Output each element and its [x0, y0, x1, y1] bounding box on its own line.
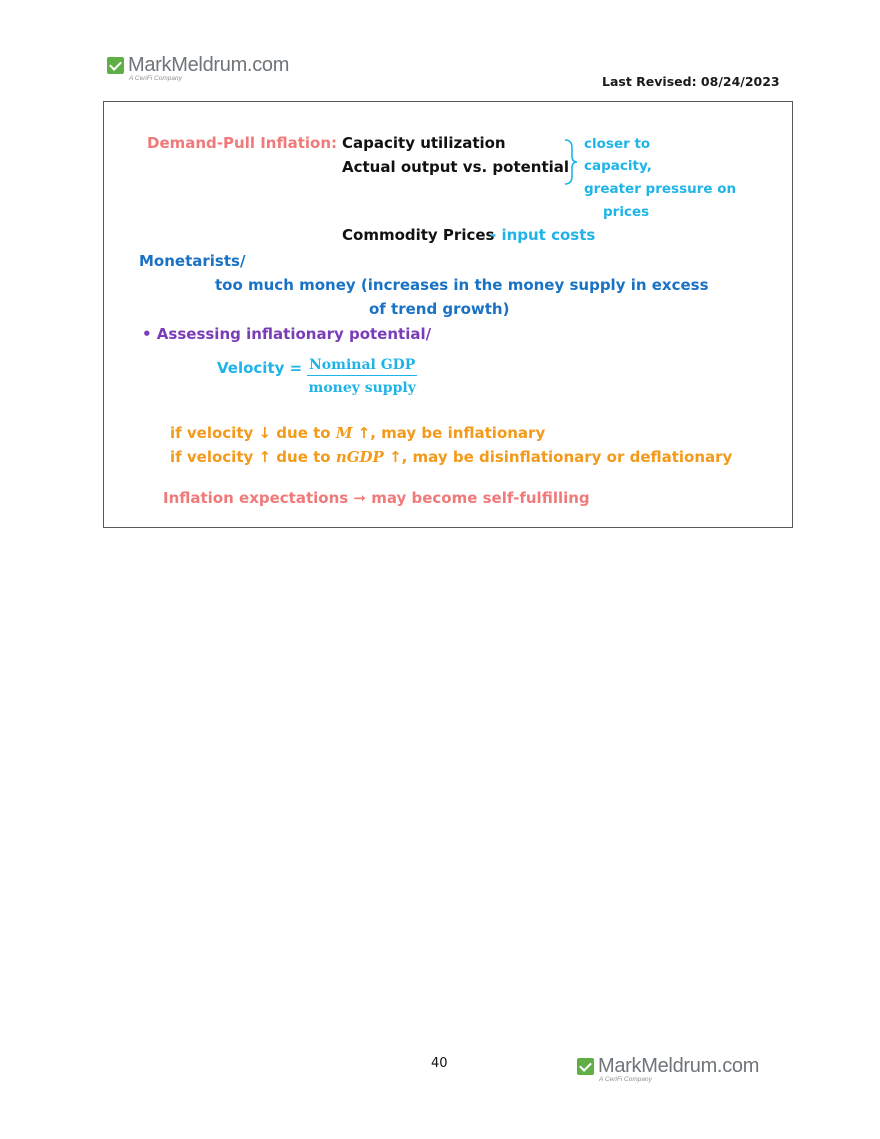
- actual-output: Actual output vs. potential: [342, 158, 570, 176]
- velocity-fraction: Nominal GDP money supply: [307, 357, 418, 396]
- velocity-money-line-b: ↑, may be inflationary: [357, 424, 546, 442]
- brace-icon: [564, 139, 578, 185]
- velocity-ngdp-line: if velocity ↑ due to nGDP ↑, may be disi…: [170, 448, 732, 466]
- velocity-denominator: money supply: [308, 380, 416, 396]
- velocity-money-line-a: if velocity ↓ due to: [170, 424, 331, 442]
- brace-note-4: prices: [603, 204, 650, 220]
- money-variable: M: [335, 424, 353, 442]
- ngdp-variable: nGDP: [335, 448, 384, 466]
- velocity-money-line: if velocity ↓ due to M ↑, may be inflati…: [170, 424, 545, 442]
- demand-pull-label: Demand-Pull Inflation:: [147, 134, 337, 152]
- velocity-ngdp-line-a: if velocity ↑ due to: [170, 448, 331, 466]
- checkmark-icon: [107, 57, 124, 74]
- logo-tagline: A CeriFi Company: [599, 1076, 652, 1083]
- last-revised: Last Revised: 08/24/2023: [602, 74, 780, 89]
- footer-logo: MarkMeldrum.com A CeriFi Company: [577, 1056, 759, 1084]
- brace-note-3: greater pressure on: [584, 181, 737, 197]
- logo-tagline: A CeriFi Company: [129, 75, 182, 82]
- monetarists: Monetarists/: [139, 252, 246, 270]
- assessing-bullet: • Assessing inflationary potential/: [142, 325, 432, 343]
- capacity-utilization: Capacity utilization: [342, 134, 506, 152]
- commodity-prices: Commodity Prices: [342, 226, 495, 244]
- input-costs: - input costs: [490, 226, 596, 244]
- velocity-numerator: Nominal GDP: [307, 357, 418, 376]
- page-number: 40: [431, 1056, 448, 1071]
- brace-note-1: closer to: [584, 136, 651, 152]
- velocity-label: Velocity =: [217, 359, 303, 377]
- brace-note-2: capacity,: [584, 158, 652, 174]
- velocity-ngdp-line-b: ↑, may be disinflationary or deflationar…: [389, 448, 733, 466]
- logo-name: MarkMeldrum.com: [598, 1055, 760, 1077]
- inflation-expectations: Inflation expectations ➞ may become self…: [163, 489, 590, 507]
- content-frame: [103, 101, 793, 528]
- logo-name: MarkMeldrum.com: [128, 54, 290, 76]
- checkmark-icon: [577, 1058, 594, 1075]
- header-logo: MarkMeldrum.com A CeriFi Company: [107, 55, 289, 83]
- too-much-money-line-2: of trend growth): [369, 300, 510, 318]
- too-much-money-line-1: too much money (increases in the money s…: [215, 276, 709, 294]
